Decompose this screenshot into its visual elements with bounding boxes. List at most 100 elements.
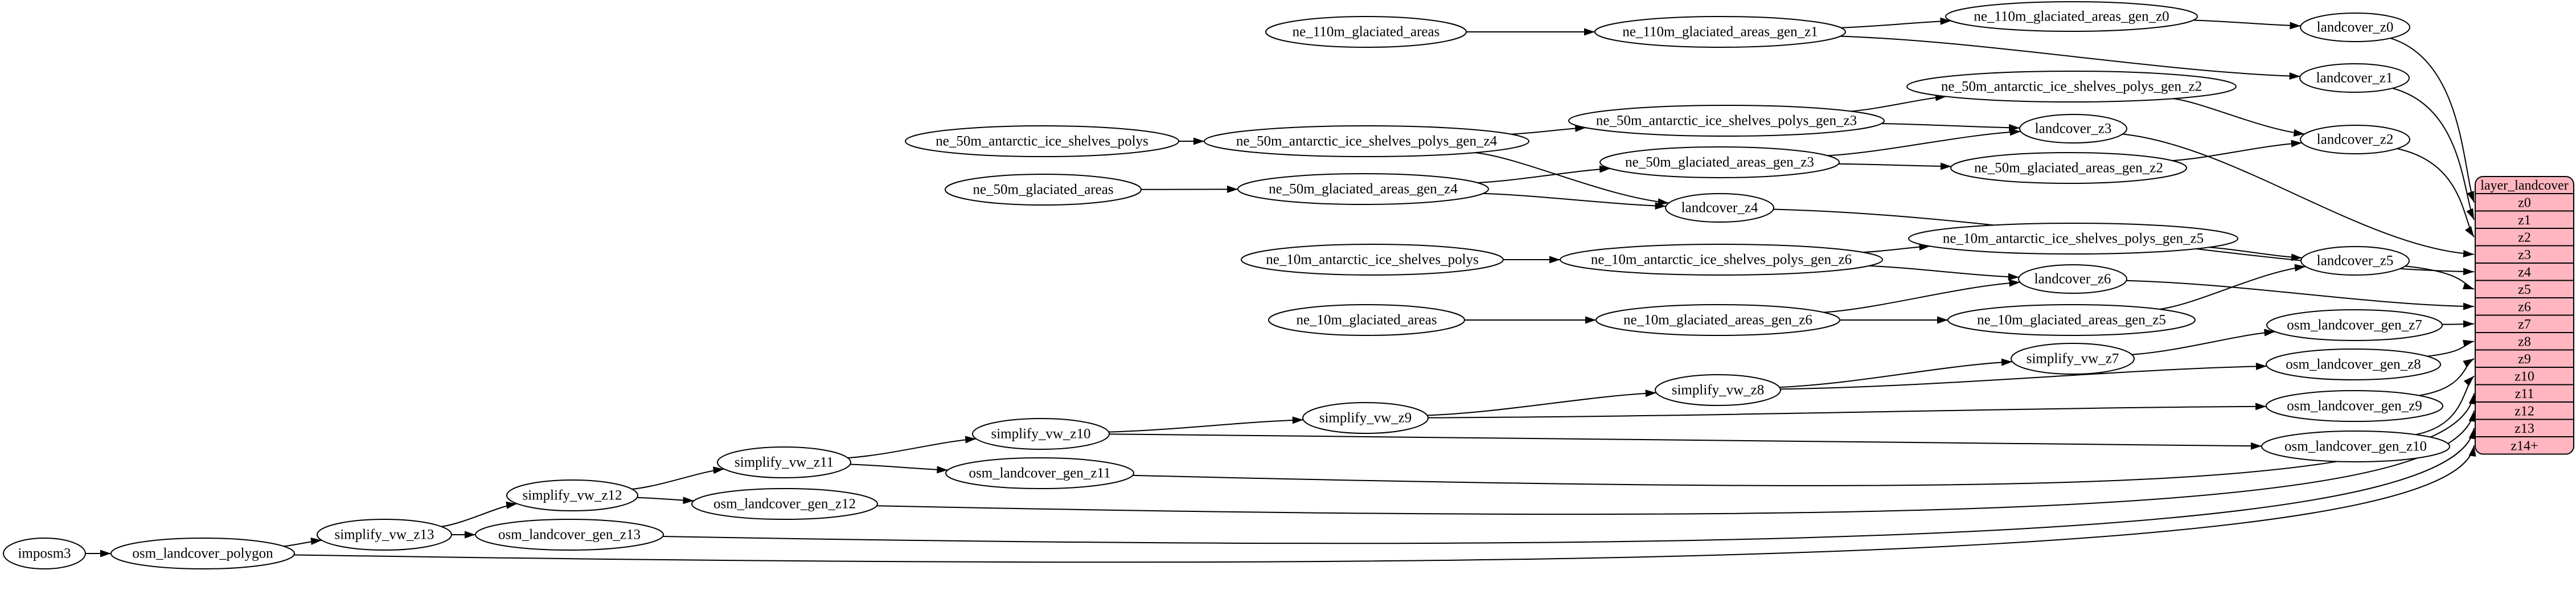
node-landcover_z2: landcover_z2: [2300, 125, 2410, 154]
arrowhead-ne_50m_antarctic_ice_shelves_polys_gen_z2-to-landcover_z2: [2293, 129, 2305, 137]
edge-ne_110m_glaciated_areas_gen_z1-to-ne_110m_glaciated_areas_gen_z0: [1840, 20, 1951, 28]
node-simplify_vw_z12: simplify_vw_z12: [506, 479, 638, 511]
arrowhead-osm_landcover_gen_z8-to-z8: [2463, 339, 2474, 347]
node-ellipse-ne_110m_glaciated_areas_gen_z1: [1594, 16, 1846, 48]
layer-table-row-z1: z1: [2518, 213, 2531, 228]
arrowhead-simplify_vw_z12-to-simplify_vw_z11: [713, 466, 724, 474]
edge-osm_landcover_gen_z13-to-z13: [662, 428, 2475, 544]
arrowhead-landcover_z2-to-z2: [2464, 225, 2474, 237]
node-ellipse-ne_50m_antarctic_ice_shelves_polys: [905, 125, 1179, 157]
arrowhead-imposm3-to-osm_landcover_polygon: [100, 550, 111, 557]
node-label-osm_landcover_polygon: osm_landcover_polygon: [132, 546, 273, 561]
node-ne_50m_antarctic_ice_shelves_polys_gen_z3: ne_50m_antarctic_ice_shelves_polys_gen_z…: [1568, 105, 1885, 137]
edge-landcover_z1-to-z1: [2392, 88, 2475, 220]
node-ellipse-ne_50m_glaciated_areas_gen_z4: [1237, 173, 1489, 205]
node-label-landcover_z0: landcover_z0: [2317, 20, 2394, 35]
node-landcover_z3: landcover_z3: [2019, 114, 2127, 143]
arrowhead-osm_landcover_gen_z7-to-z7: [2463, 320, 2474, 328]
node-label-simplify_vw_z8: simplify_vw_z8: [1672, 383, 1765, 398]
layer-table-row-z12: z12: [2515, 404, 2534, 419]
layer-table-row-z5: z5: [2518, 282, 2531, 297]
arrowhead-landcover_z5-to-z5: [2462, 282, 2474, 289]
node-osm_landcover_gen_z12: osm_landcover_gen_z12: [691, 488, 878, 520]
edge-ne_50m_glaciated_areas_gen_z3-to-landcover_z3: [1827, 130, 2021, 157]
layer-table-row-z8: z8: [2518, 334, 2531, 349]
node-ellipse-imposm3: [3, 538, 86, 569]
edge-simplify_vw_z9-to-simplify_vw_z8: [1427, 392, 1656, 416]
node-label-ne_50m_antarctic_ice_shelves_polys_gen_z4: ne_50m_antarctic_ice_shelves_polys_gen_z…: [1236, 134, 1498, 149]
node-label-osm_landcover_gen_z11: osm_landcover_gen_z11: [969, 466, 1111, 481]
node-label-osm_landcover_gen_z12: osm_landcover_gen_z12: [713, 497, 856, 512]
node-label-ne_110m_glaciated_areas_gen_z0: ne_110m_glaciated_areas_gen_z0: [1974, 9, 2169, 24]
edge-ne_50m_antarctic_ice_shelves_polys_gen_z3-to-landcover_z3: [1881, 123, 2020, 129]
node-ellipse-osm_landcover_polygon: [110, 538, 295, 569]
node-osm_landcover_gen_z13: osm_landcover_gen_z13: [475, 519, 664, 551]
node-ellipse-osm_landcover_gen_z8: [2266, 348, 2441, 380]
node-ne_10m_antarctic_ice_shelves_polys_gen_z5: ne_10m_antarctic_ice_shelves_polys_gen_z…: [1908, 223, 2238, 255]
node-osm_landcover_gen_z7: osm_landcover_gen_z7: [2266, 309, 2443, 341]
node-ellipse-ne_110m_glaciated_areas: [1265, 16, 1467, 48]
edge-ne_50m_glaciated_areas_gen_z3-to-ne_50m_glaciated_areas_gen_z2: [1838, 163, 1952, 167]
node-ellipse-ne_110m_glaciated_areas_gen_z0: [1945, 1, 2198, 32]
node-layer: imposm3 osm_landcover_polygon simplify_vw_…: [3, 1, 2450, 569]
arrowhead-osm_landcover_polygon-to-simplify_vw_z13: [310, 538, 322, 545]
node-ellipse-ne_10m_glaciated_areas_gen_z6: [1595, 304, 1840, 336]
arrowhead-simplify_vw_z8-to-simplify_vw_z7: [2001, 358, 2013, 366]
arrowhead-ne_10m_glaciated_areas_gen_z5-to-landcover_z5: [2294, 264, 2306, 272]
node-ne_110m_glaciated_areas_gen_z0: ne_110m_glaciated_areas_gen_z0: [1945, 1, 2198, 32]
node-ellipse-ne_50m_glaciated_areas: [945, 174, 1142, 206]
layer-table-header: layer_landcover: [2480, 178, 2569, 193]
node-imposm3: imposm3: [3, 538, 86, 569]
node-ne_10m_glaciated_areas_gen_z6: ne_10m_glaciated_areas_gen_z6: [1595, 304, 1840, 336]
node-ellipse-osm_landcover_gen_z11: [945, 457, 1134, 489]
arrowhead-simplify_vw_z9-to-simplify_vw_z8: [1645, 389, 1656, 397]
node-label-ne_50m_glaciated_areas: ne_50m_glaciated_areas: [973, 182, 1113, 198]
node-label-landcover_z3: landcover_z3: [2035, 121, 2112, 137]
arrowhead-simplify_vw_z7-to-osm_landcover_gen_z7: [2264, 329, 2275, 337]
node-osm_landcover_gen_z9: osm_landcover_gen_z9: [2266, 390, 2443, 422]
arrowhead-ne_50m_glaciated_areas_gen_z4-to-landcover_z4: [1655, 202, 1666, 210]
node-landcover_z6: landcover_z6: [2018, 264, 2127, 294]
node-ellipse-osm_landcover_gen_z13: [475, 519, 664, 551]
node-ellipse-ne_10m_antarctic_ice_shelves_polys_gen_z5: [1908, 223, 2238, 255]
node-label-ne_50m_antarctic_ice_shelves_polys: ne_50m_antarctic_ice_shelves_polys: [936, 134, 1148, 149]
node-label-ne_10m_glaciated_areas: ne_10m_glaciated_areas: [1296, 313, 1437, 328]
arrowhead-ne_110m_glaciated_areas_gen_z1-to-landcover_z1: [2289, 72, 2300, 80]
arrowhead-ne_50m_glaciated_areas_gen_z3-to-landcover_z3: [2009, 128, 2021, 136]
arrowhead-simplify_vw_z13-to-simplify_vw_z12: [506, 501, 518, 509]
node-ellipse-osm_landcover_gen_z7: [2266, 309, 2443, 341]
node-label-landcover_z2: landcover_z2: [2317, 132, 2394, 147]
arrowhead-ne_10m_antarctic_ice_shelves_polys_gen_z6-to-landcover_z6: [2008, 273, 2019, 281]
layer-table-row-z6: z6: [2518, 300, 2531, 314]
node-ellipse-ne_50m_antarctic_ice_shelves_polys_gen_z4: [1204, 125, 1529, 157]
node-label-imposm3: imposm3: [18, 546, 71, 561]
edge-simplify_vw_z7-to-osm_landcover_gen_z7: [2131, 331, 2275, 355]
arrowhead-osm_landcover_gen_z11-to-z11: [2468, 393, 2476, 405]
node-ellipse-simplify_vw_z12: [506, 479, 638, 511]
edge-ne_110m_glaciated_areas_gen_z0-to-landcover_z0: [2193, 19, 2301, 27]
node-ne_50m_glaciated_areas: ne_50m_glaciated_areas: [945, 174, 1142, 206]
node-label-simplify_vw_z7: simplify_vw_z7: [2027, 351, 2119, 367]
arrowhead-ne_10m_glaciated_areas-to-ne_10m_glaciated_areas_gen_z6: [1585, 316, 1596, 324]
node-label-osm_landcover_gen_z13: osm_landcover_gen_z13: [498, 527, 641, 543]
layer-table-row-z11: z11: [2515, 387, 2534, 401]
node-ellipse-ne_50m_antarctic_ice_shelves_polys_gen_z3: [1568, 105, 1885, 137]
arrowhead-landcover_z4-to-z4: [2463, 268, 2474, 276]
arrowhead-simplify_vw_z10-to-osm_landcover_gen_z10: [2251, 442, 2262, 450]
node-simplify_vw_z13: simplify_vw_z13: [317, 519, 452, 551]
node-landcover_z0: landcover_z0: [2300, 13, 2410, 42]
node-ellipse-ne_50m_glaciated_areas_gen_z3: [1599, 146, 1840, 178]
node-ellipse-landcover_z4: [1665, 193, 1774, 223]
edge-ne_50m_glaciated_areas_gen_z4-to-ne_50m_glaciated_areas_gen_z3: [1477, 168, 1611, 183]
arrowhead-osm_landcover_gen_z13-to-z13: [2468, 428, 2476, 440]
node-simplify_vw_z10: simplify_vw_z10: [972, 418, 1110, 450]
arrowhead-ne_110m_glaciated_areas-to-ne_110m_glaciated_areas_gen_z1: [1584, 28, 1595, 36]
node-label-ne_10m_glaciated_areas_gen_z6: ne_10m_glaciated_areas_gen_z6: [1623, 313, 1812, 328]
node-label-landcover_z6: landcover_z6: [2034, 272, 2111, 287]
node-landcover_z1: landcover_z1: [2299, 63, 2410, 93]
node-label-simplify_vw_z10: simplify_vw_z10: [991, 427, 1091, 442]
arrowhead-osm_landcover_gen_z12-to-z12: [2468, 411, 2476, 423]
